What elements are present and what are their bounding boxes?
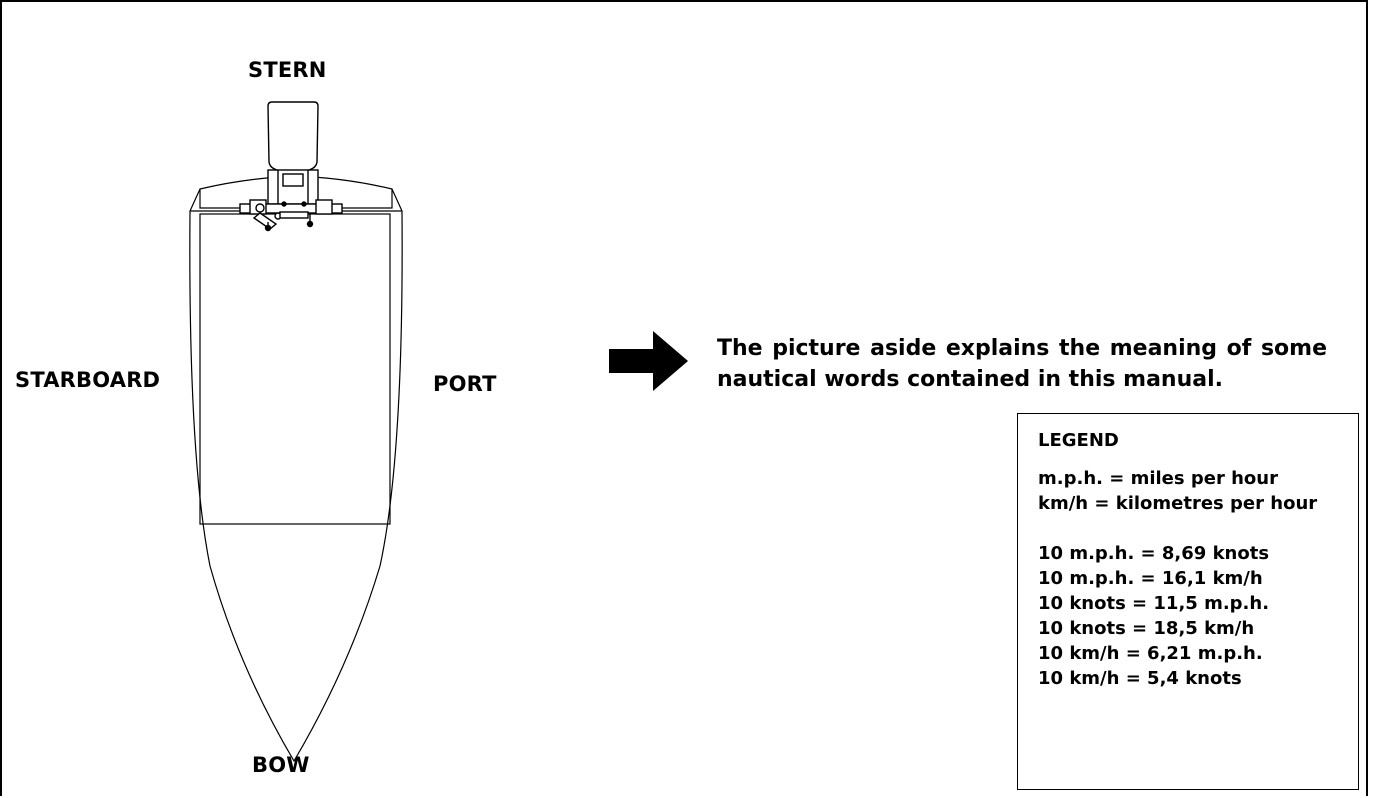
- legend-conversion-item: 10 km/h = 5,4 knots: [1038, 668, 1242, 689]
- legend-conversion-item: 10 km/h = 6,21 m.p.h.: [1038, 643, 1263, 664]
- port-label: PORT: [433, 372, 497, 396]
- legend-definitions: m.p.h. = miles per hour km/h = kilometre…: [1038, 466, 1338, 516]
- bow-label: BOW: [252, 753, 310, 777]
- legend-conversion-item: 10 knots = 18,5 km/h: [1038, 618, 1255, 639]
- legend-title: LEGEND: [1038, 430, 1119, 451]
- stern-label: STERN: [248, 58, 327, 82]
- legend-box: LEGEND m.p.h. = miles per hour km/h = ki…: [1017, 413, 1359, 790]
- outboard-motor: [239, 101, 343, 232]
- hull-outline: [189, 175, 403, 763]
- arrow-right-icon: [609, 331, 688, 391]
- boat-top-view-diagram: [189, 101, 403, 763]
- intro-text: The picture aside explains the meaning o…: [717, 336, 1327, 392]
- legend-definition-item: m.p.h. = miles per hour: [1038, 468, 1278, 489]
- legend-conversion-item: 10 m.p.h. = 16,1 km/h: [1038, 568, 1263, 589]
- legend-conversions: 10 m.p.h. = 8,69 knots 10 m.p.h. = 16,1 …: [1038, 541, 1358, 691]
- legend-definition-item: km/h = kilometres per hour: [1038, 493, 1318, 514]
- cockpit-rectangle: [199, 213, 391, 525]
- legend-conversion-item: 10 m.p.h. = 8,69 knots: [1038, 543, 1270, 564]
- legend-conversion-item: 10 knots = 11,5 m.p.h.: [1038, 593, 1270, 614]
- starboard-label: STARBOARD: [15, 368, 161, 392]
